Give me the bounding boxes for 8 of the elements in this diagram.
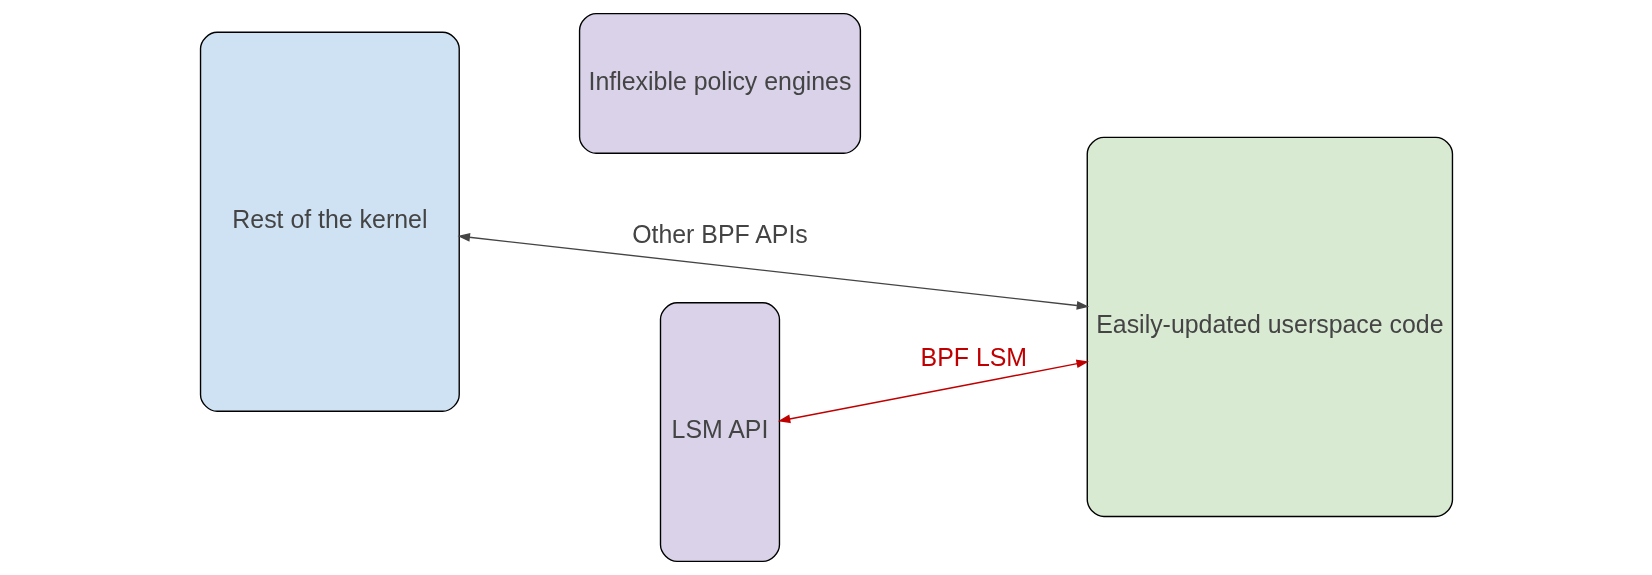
edge-label: Other BPF APIs (631, 220, 808, 249)
arrow (777, 359, 1089, 424)
node-box: Rest of the kernel (199, 31, 460, 412)
arrow (457, 233, 1089, 310)
edge-label: BPF LSM (920, 343, 1027, 372)
node-box: LSM API (659, 302, 780, 563)
node-box: Inflexible policy engines (578, 12, 861, 154)
node-box: Easily-updated userspace code (1086, 136, 1453, 518)
